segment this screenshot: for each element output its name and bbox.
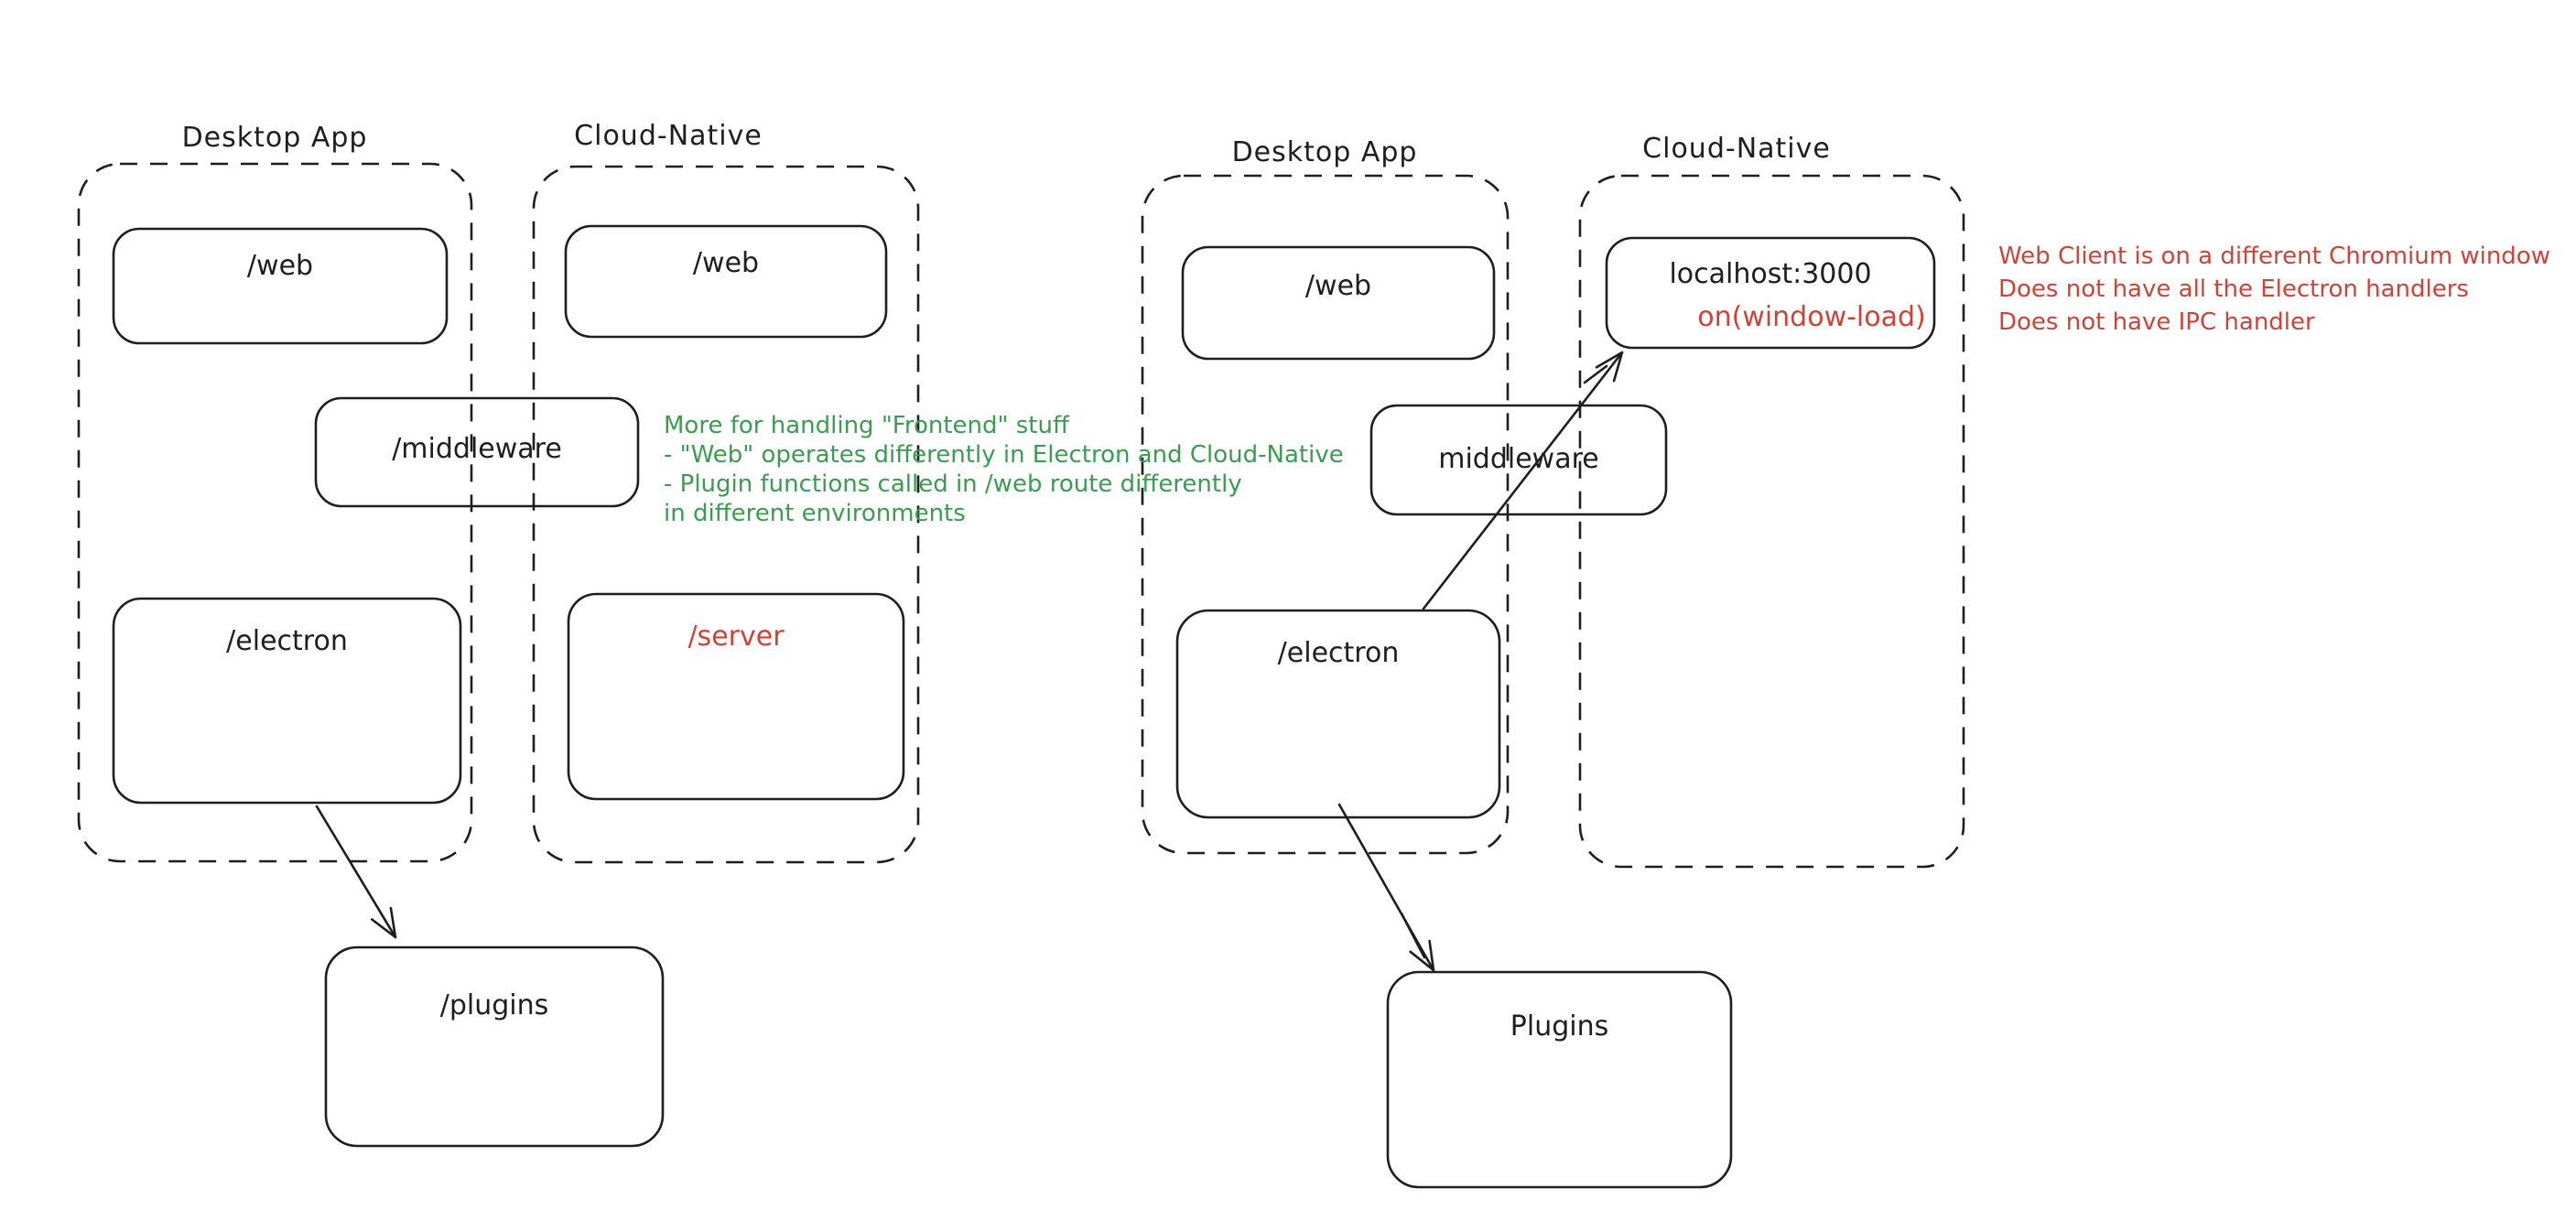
annotation-line: Web Client is on a different Chromium wi… bbox=[1998, 243, 2550, 270]
group-label-desktop-app-1: Desktop App bbox=[181, 122, 368, 154]
node-plugins-1[interactable] bbox=[324, 946, 665, 1148]
annotation-line: in different environments bbox=[664, 500, 966, 527]
annotation-line: - "Web" operates differently in Electron… bbox=[664, 441, 1344, 469]
node-web-desktop-2[interactable] bbox=[1181, 245, 1496, 361]
annotation-line: - Plugin functions called in /web route … bbox=[664, 470, 1242, 498]
node-label-server-1: /server bbox=[687, 621, 785, 653]
annotation-line: More for handling "Frontend" stuff bbox=[664, 412, 1069, 439]
node-label-electron-2: /electron bbox=[1277, 637, 1400, 669]
node-label-web-desktop-1: /web bbox=[246, 250, 314, 282]
node-middleware-1[interactable] bbox=[314, 396, 640, 508]
annotation-line: Does not have IPC handler bbox=[1998, 308, 2315, 336]
arrow-electron1-to-plugins1 bbox=[315, 805, 397, 939]
node-label-middleware-2: middleware bbox=[1438, 443, 1599, 475]
node-middleware-2[interactable] bbox=[1369, 404, 1668, 516]
container-cloud-native-2[interactable] bbox=[1578, 174, 1965, 869]
arrow-electron2-to-localhost bbox=[1422, 351, 1624, 611]
node-electron-2[interactable] bbox=[1175, 609, 1501, 819]
node-label-web-cloud-1: /web bbox=[692, 247, 760, 279]
node-label-localhost-event: on(window-load) bbox=[1697, 301, 1926, 333]
node-localhost-3000[interactable] bbox=[1605, 236, 1936, 350]
node-web-cloud-1[interactable] bbox=[564, 224, 888, 339]
group-label-desktop-app-2: Desktop App bbox=[1231, 136, 1418, 168]
node-label-plugins-2: Plugins bbox=[1510, 1010, 1609, 1043]
node-label-localhost-title: localhost:3000 bbox=[1669, 258, 1872, 290]
node-electron-1[interactable] bbox=[112, 597, 462, 805]
node-label-electron-1: /electron bbox=[226, 625, 348, 657]
node-plugins-2[interactable] bbox=[1386, 970, 1733, 1189]
node-web-desktop-1[interactable] bbox=[112, 227, 449, 345]
node-server-1[interactable] bbox=[567, 592, 905, 801]
arrow-electron2-to-plugins2 bbox=[1337, 803, 1435, 972]
annotation-line: Does not have all the Electron handlers bbox=[1998, 276, 2469, 303]
container-cloud-native-1[interactable] bbox=[532, 165, 920, 864]
group-label-cloud-native-1: Cloud-Native bbox=[574, 120, 763, 152]
node-label-plugins-1: /plugins bbox=[439, 989, 549, 1021]
node-label-web-desktop-2: /web bbox=[1304, 270, 1372, 302]
container-desktop-app-1[interactable] bbox=[77, 162, 473, 863]
group-label-cloud-native-2: Cloud-Native bbox=[1642, 133, 1831, 165]
annotation-red-web-client-note: Web Client is on a different Chromium wi… bbox=[1998, 240, 2550, 339]
annotation-green-frontend-note: More for handling "Frontend" stuff - "We… bbox=[664, 411, 1344, 528]
node-label-middleware-1: /middleware bbox=[392, 433, 562, 465]
